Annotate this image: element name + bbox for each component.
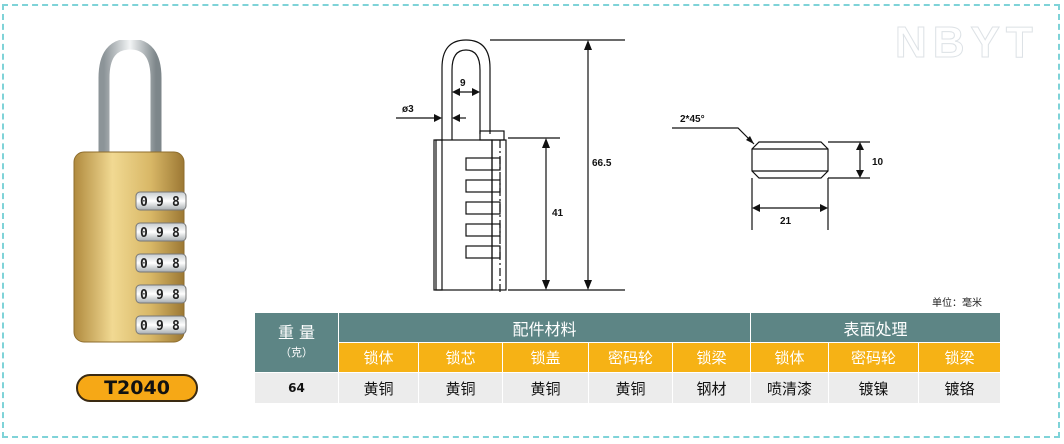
- weight-value: 64: [254, 372, 339, 404]
- dim-total-height: 66.5: [592, 158, 612, 169]
- table-header-row: 重 量 （克） 配件材料 表面处理: [254, 312, 1002, 373]
- dial-digit: 9: [156, 195, 164, 210]
- table-row: 64 黄铜 黄铜 黄铜 黄铜 钢材 喷清漆 镀镍 镀铬: [254, 372, 1002, 404]
- dial-digit: 8: [172, 319, 180, 334]
- spec-table: 重 量 （克） 配件材料 表面处理 锁体 锁芯 锁盖 密码轮 锁梁 锁体 密码轮…: [254, 312, 1002, 404]
- model-badge: T2040: [76, 374, 198, 402]
- dim-shackle-diameter: ø3: [402, 104, 414, 115]
- dial-digit: 9: [156, 319, 164, 334]
- dial-digit: 0: [140, 319, 148, 334]
- dim-chamfer: 2*45°: [680, 114, 705, 125]
- value-finish-dial: 镀镍: [828, 372, 920, 404]
- value-body: 黄铜: [338, 372, 419, 404]
- dial-digit: 0: [140, 257, 148, 272]
- dim-section-height: 10: [872, 157, 884, 168]
- dial-digit: 0: [140, 226, 148, 241]
- unit-note: 单位：毫米: [932, 298, 982, 309]
- value-shackle: 钢材: [671, 372, 752, 404]
- dim-shackle-width: 9: [460, 78, 466, 89]
- table-subheader-row: 锁体 锁芯 锁盖 密码轮 锁梁 锁体 密码轮 锁梁: [255, 342, 1002, 373]
- value-finish-body: 喷清漆: [750, 372, 830, 404]
- dial-digit: 0: [140, 288, 148, 303]
- dashed-frame: [2, 4, 1060, 438]
- group-header-finish: 表面处理: [750, 312, 1002, 343]
- technical-drawing: 66.5 41 9 ø3 2*45° 10 21: [396, 39, 884, 292]
- group-header-materials: 配件材料: [337, 312, 752, 343]
- weight-header: 重 量 （克）: [254, 312, 339, 373]
- subheader-finish-dial: 密码轮: [828, 342, 920, 373]
- subheader-body: 锁体: [338, 342, 419, 373]
- brand-watermark: NBYT: [895, 18, 1039, 68]
- weight-header-unit: （克）: [280, 345, 313, 359]
- value-finish-shackle: 镀铬: [918, 372, 1002, 404]
- subheader-shackle: 锁梁: [671, 342, 752, 373]
- dial-digit: 0: [140, 195, 148, 210]
- subheader-cylinder: 锁芯: [418, 342, 503, 373]
- dial-digit: 9: [156, 257, 164, 272]
- dial-digit: 8: [172, 257, 180, 272]
- dim-section-width: 21: [780, 216, 792, 227]
- weight-header-label: 重 量: [277, 322, 316, 342]
- subheader-finish-body: 锁体: [750, 342, 830, 373]
- dial-digit: 8: [172, 226, 180, 241]
- subheader-cover: 锁盖: [502, 342, 589, 373]
- value-dial: 黄铜: [588, 372, 673, 404]
- dial-wheels: 0 9 8 0 9 8 0 9 8 0 9 8 0 9 8: [135, 191, 187, 335]
- dial-digit: 8: [172, 195, 180, 210]
- dial-digit: 9: [156, 226, 164, 241]
- dial-digit: 9: [156, 288, 164, 303]
- value-cylinder: 黄铜: [418, 372, 503, 404]
- dial-digit: 8: [172, 288, 180, 303]
- value-cover: 黄铜: [502, 372, 589, 404]
- subheader-finish-shackle: 锁梁: [918, 342, 1002, 373]
- subheader-dial: 密码轮: [588, 342, 673, 373]
- dim-body-height: 41: [552, 208, 564, 219]
- combination-lock-image: 0 9 8 0 9 8 0 9 8 0 9 8 0 9 8: [73, 40, 187, 343]
